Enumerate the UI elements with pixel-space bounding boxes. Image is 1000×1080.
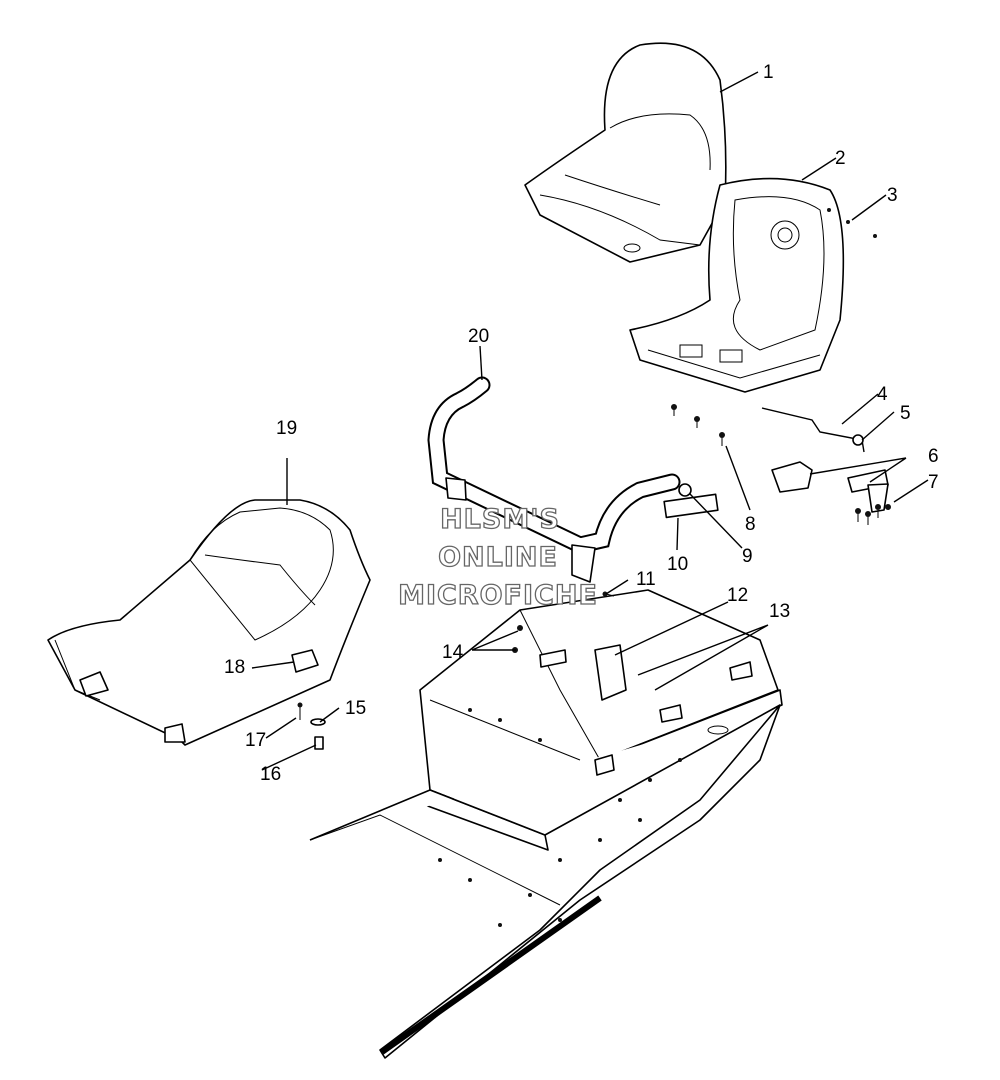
callout-2: 2	[835, 148, 846, 169]
bolt-group-8	[671, 404, 725, 446]
seat-base-part	[629, 177, 845, 393]
chassis-tunnel	[309, 589, 783, 1059]
callout-6: 6	[928, 446, 939, 467]
callout-12: 12	[727, 585, 748, 606]
callout-14: 14	[442, 642, 464, 663]
leader-lines	[251, 71, 929, 771]
grab-bar-part	[427, 376, 681, 583]
rear-seat-part	[47, 499, 371, 746]
spacer-part	[663, 483, 719, 519]
callout-20: 20	[468, 326, 489, 347]
callout-7: 7	[928, 472, 939, 493]
callout-13: 13	[769, 601, 790, 622]
watermark: HLSM'S ONLINE MICROFICHE	[397, 503, 598, 611]
callout-labels: 1 2 3 4 5 6 7 8 9 10 11 12 13 14 15 16 1…	[224, 62, 939, 785]
watermark-line-3: MICROFICHE	[398, 580, 598, 611]
callout-11: 11	[636, 569, 656, 590]
callout-9: 9	[742, 546, 753, 567]
callout-10: 10	[667, 554, 688, 575]
nut-part-5	[852, 434, 864, 446]
callout-1: 1	[763, 62, 774, 83]
latch-rod-part	[761, 407, 865, 453]
screw-part-11	[602, 591, 615, 597]
callout-15: 15	[345, 698, 366, 719]
callout-17: 17	[245, 730, 266, 751]
watermark-line-1: HLSM'S	[440, 504, 560, 535]
watermark-line-2: ONLINE	[438, 542, 558, 573]
callout-4: 4	[877, 384, 888, 405]
callout-19: 19	[276, 418, 297, 439]
latch-bracket-part	[771, 461, 891, 525]
seat-cushion-part	[524, 42, 727, 263]
callout-5: 5	[900, 403, 911, 424]
callout-3: 3	[887, 185, 898, 206]
callout-8: 8	[745, 514, 756, 535]
screw-group-3	[827, 208, 877, 238]
fastener-group	[297, 702, 326, 750]
callout-18: 18	[224, 657, 245, 678]
callout-16: 16	[260, 764, 281, 785]
